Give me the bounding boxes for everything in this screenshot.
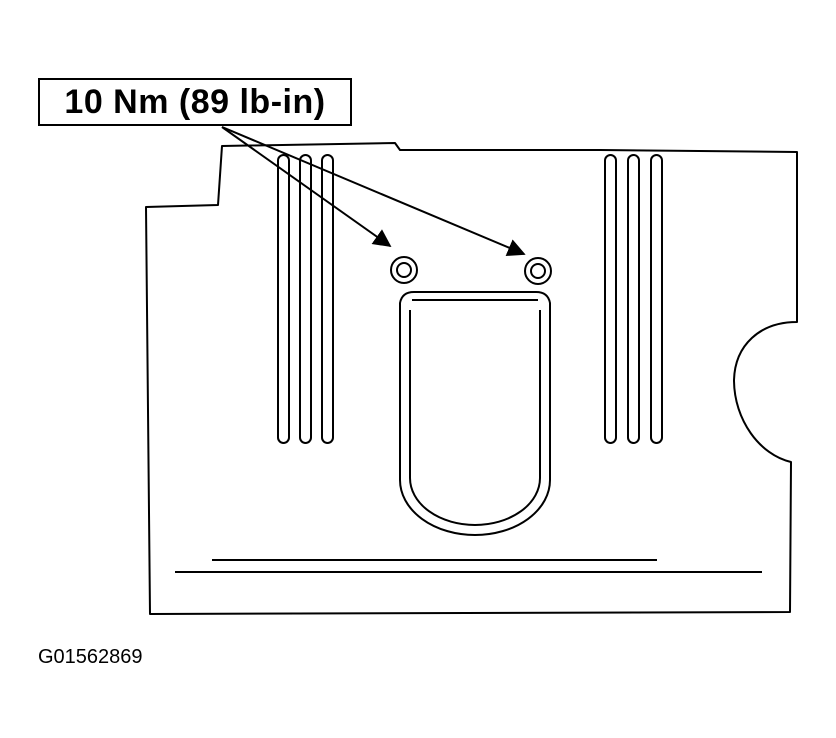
left-rib-3 xyxy=(321,154,334,444)
figure-id: G01562869 xyxy=(38,646,143,668)
center-recess xyxy=(399,291,551,536)
bottom-lines xyxy=(175,559,762,573)
right-rib-1 xyxy=(604,154,617,444)
torque-callout-box: 10 Nm (89 lb-in) xyxy=(38,78,352,126)
right-rib-2 xyxy=(627,154,640,444)
bolt-left xyxy=(390,256,418,284)
left-rib-2 xyxy=(299,154,312,444)
leader-arrows xyxy=(221,126,526,257)
arrow-to-left-bolt xyxy=(221,126,392,248)
bolt-right xyxy=(524,257,552,285)
arrow-to-right-bolt xyxy=(221,126,526,257)
left-rib-1 xyxy=(277,154,290,444)
right-rib-3 xyxy=(650,154,663,444)
right-ribs xyxy=(604,154,663,444)
engine-cover-outline xyxy=(145,142,798,615)
left-ribs xyxy=(277,154,334,444)
torque-label: 10 Nm (89 lb-in) xyxy=(64,82,326,121)
